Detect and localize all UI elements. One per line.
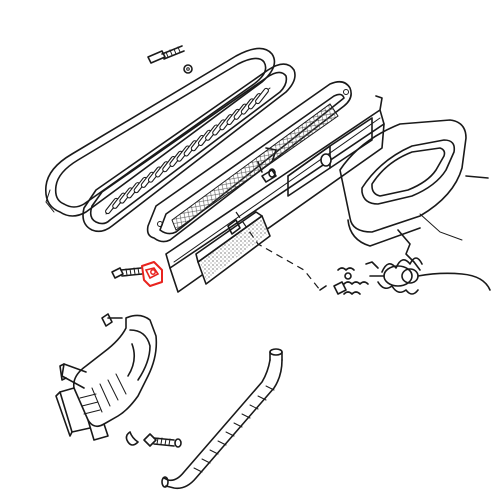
foam-filter-pad bbox=[195, 211, 271, 285]
vent-housing bbox=[287, 117, 489, 271]
guide-arrow bbox=[319, 285, 327, 291]
small-bolt bbox=[111, 267, 143, 279]
clip-nut-highlighted bbox=[141, 261, 163, 287]
filter-frame bbox=[146, 80, 352, 243]
louver-slots bbox=[105, 87, 269, 215]
control-cable bbox=[365, 257, 491, 295]
air-duct bbox=[55, 313, 158, 446]
cable-spring bbox=[333, 267, 369, 295]
pin bbox=[261, 168, 277, 183]
duct-screw bbox=[143, 433, 182, 448]
louvered-vent-grille bbox=[82, 63, 296, 233]
louver-slot bbox=[255, 87, 269, 105]
outer-frame bbox=[44, 47, 276, 217]
bent-tube bbox=[161, 348, 283, 490]
screw-top bbox=[147, 45, 193, 74]
dashed-guide-line bbox=[235, 211, 321, 291]
